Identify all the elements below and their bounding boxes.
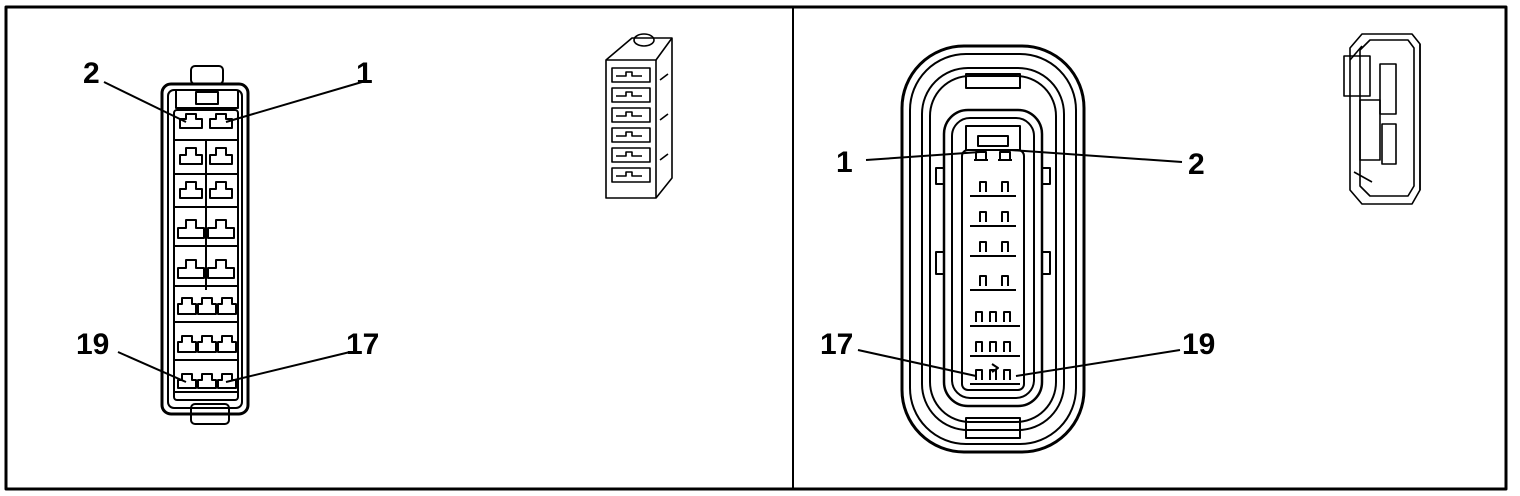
callout-pin-2-right: 2: [1188, 148, 1205, 181]
callout-pin-19-right: 19: [1182, 328, 1216, 361]
callout-pin-1-right: 1: [836, 146, 853, 179]
callout-pin-17-left: 17: [346, 328, 380, 361]
callout-pin-19-left: 19: [76, 328, 110, 361]
left-connector-isometric-thumbnail: [605, 33, 673, 199]
right-leader-lines: [857, 149, 1183, 377]
callout-pin-1-left: 1: [356, 57, 373, 90]
left-connector-face: [160, 65, 250, 425]
right-connector-side-thumbnail: [1343, 33, 1421, 205]
callout-pin-2-left: 2: [83, 57, 100, 90]
callout-pin-17-right: 17: [820, 328, 854, 361]
outer-frame: [4, 5, 1508, 491]
left-leader-lines: [103, 81, 363, 383]
right-connector-face: [900, 44, 1086, 454]
